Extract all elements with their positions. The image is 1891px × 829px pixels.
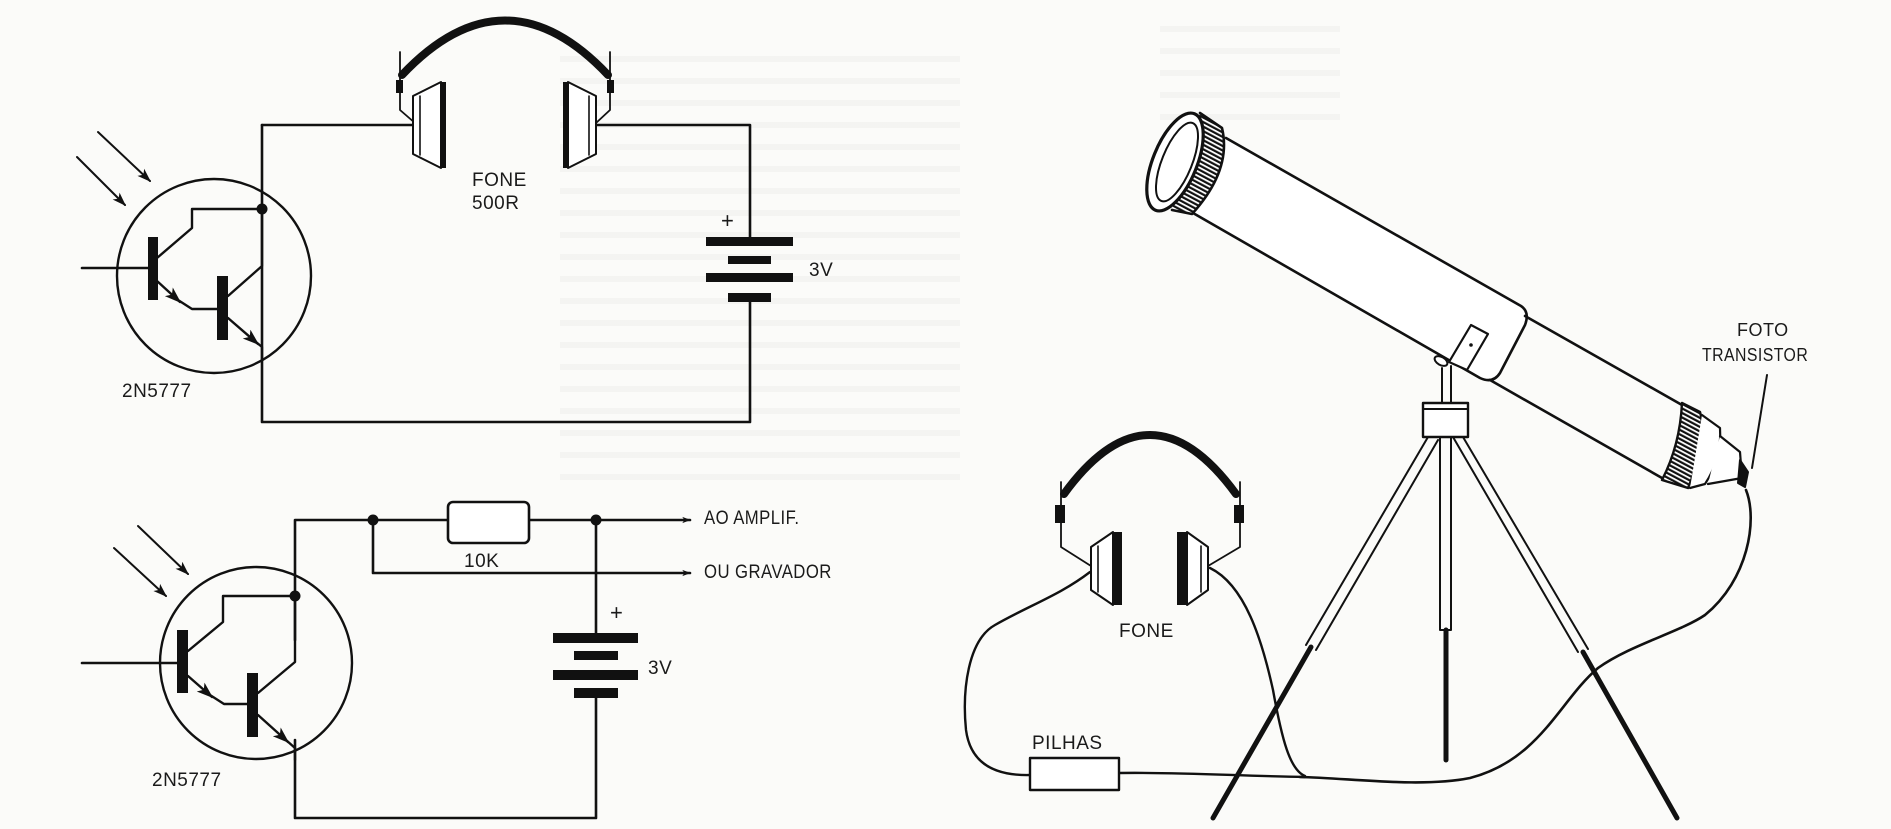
t1-collector [155, 207, 264, 260]
headphones-2 [1055, 431, 1244, 606]
mount-bracket [1447, 323, 1490, 372]
tripod-stem [1441, 365, 1452, 404]
telescope-tube [1145, 111, 1749, 490]
resistor-10k [446, 500, 531, 545]
right-earcup [567, 81, 597, 169]
circuit-2 [80, 500, 692, 820]
junction-dot [256, 203, 268, 215]
left-earcup [412, 81, 442, 169]
transistor-1-base-bar [177, 630, 188, 693]
circuit2-output-recorder: OU GRAVADOR [704, 562, 832, 583]
wire-top-right [594, 123, 752, 239]
tube-main [1191, 136, 1529, 382]
transistor-envelope [115, 177, 313, 375]
tripod-leg-left-upper [1305, 436, 1439, 651]
light-ray-2 [113, 547, 168, 597]
cable-phototransistor [1298, 488, 1752, 784]
tripod-leg-right-upper [1452, 436, 1589, 653]
junction-dot-left [367, 514, 379, 526]
phototransistor-label-line1: FOTO [1737, 320, 1789, 340]
circuit2-resistor-label: 10K [464, 551, 500, 572]
circuit1-headphone-impedance: 500R [472, 193, 520, 214]
darlington-phototransistor-2 [80, 525, 354, 762]
circuit2-output-amplifier: AO AMPLIF. [704, 508, 800, 529]
cable-headphone-right [1208, 566, 1307, 778]
right-earcup [1186, 531, 1209, 606]
circuit-1 [76, 16, 793, 424]
headband [398, 16, 612, 79]
light-ray-1 [97, 131, 152, 182]
battery-2 [553, 633, 638, 698]
headband [1060, 431, 1240, 498]
objective-ring [1145, 111, 1226, 216]
eyepiece [1660, 401, 1749, 490]
t1-emitter [155, 279, 182, 304]
wire-bottom [293, 696, 598, 820]
tripod-leg-left-lower [1210, 644, 1314, 821]
transistor-1-base-bar [148, 237, 158, 300]
wire-battery-bottom [260, 123, 752, 424]
tripod-leg-middle-upper [1439, 436, 1452, 631]
telescope-headphone-label: FONE [1119, 621, 1174, 642]
battery-1 [706, 237, 793, 302]
headphones-1 [396, 16, 614, 169]
light-ray-2 [76, 156, 126, 206]
cable-headphone-left [963, 570, 1092, 777]
circuit1-battery-plus: + [721, 208, 735, 233]
t2-collector [226, 207, 264, 298]
tripod-leg-right-lower [1580, 649, 1680, 821]
junction-dot-right [590, 514, 602, 526]
cable-battery-right [1117, 771, 1307, 779]
t2-emitter [226, 316, 260, 346]
telescope-illustration [963, 111, 1768, 821]
battery-pack [1028, 756, 1121, 792]
darlington-phototransistor-1 [76, 131, 313, 375]
phototransistor-leader-line [1751, 374, 1768, 469]
wire-top [293, 518, 450, 642]
light-ray-1 [137, 525, 190, 575]
transistor-2-base-bar [247, 673, 258, 737]
circuit2-battery-plus: + [610, 600, 624, 625]
circuit1-headphone-label: FONE [472, 170, 527, 191]
tube-rear [1488, 314, 1684, 480]
junction-dot [289, 590, 301, 602]
transistor-2-base-bar [217, 276, 228, 340]
tripod [1210, 365, 1680, 821]
circuit2-transistor-label: 2N5777 [152, 770, 222, 791]
phototransistor-label-line2: TRANSISTOR [1702, 345, 1809, 365]
left-earcup [1090, 531, 1114, 606]
circuit1-battery-voltage: 3V [809, 260, 834, 281]
circuit1-transistor-label: 2N5777 [122, 381, 192, 402]
circuit2-battery-voltage: 3V [648, 658, 673, 679]
wire-branch [371, 518, 692, 577]
battery-pack-label: PILHAS [1032, 733, 1103, 754]
